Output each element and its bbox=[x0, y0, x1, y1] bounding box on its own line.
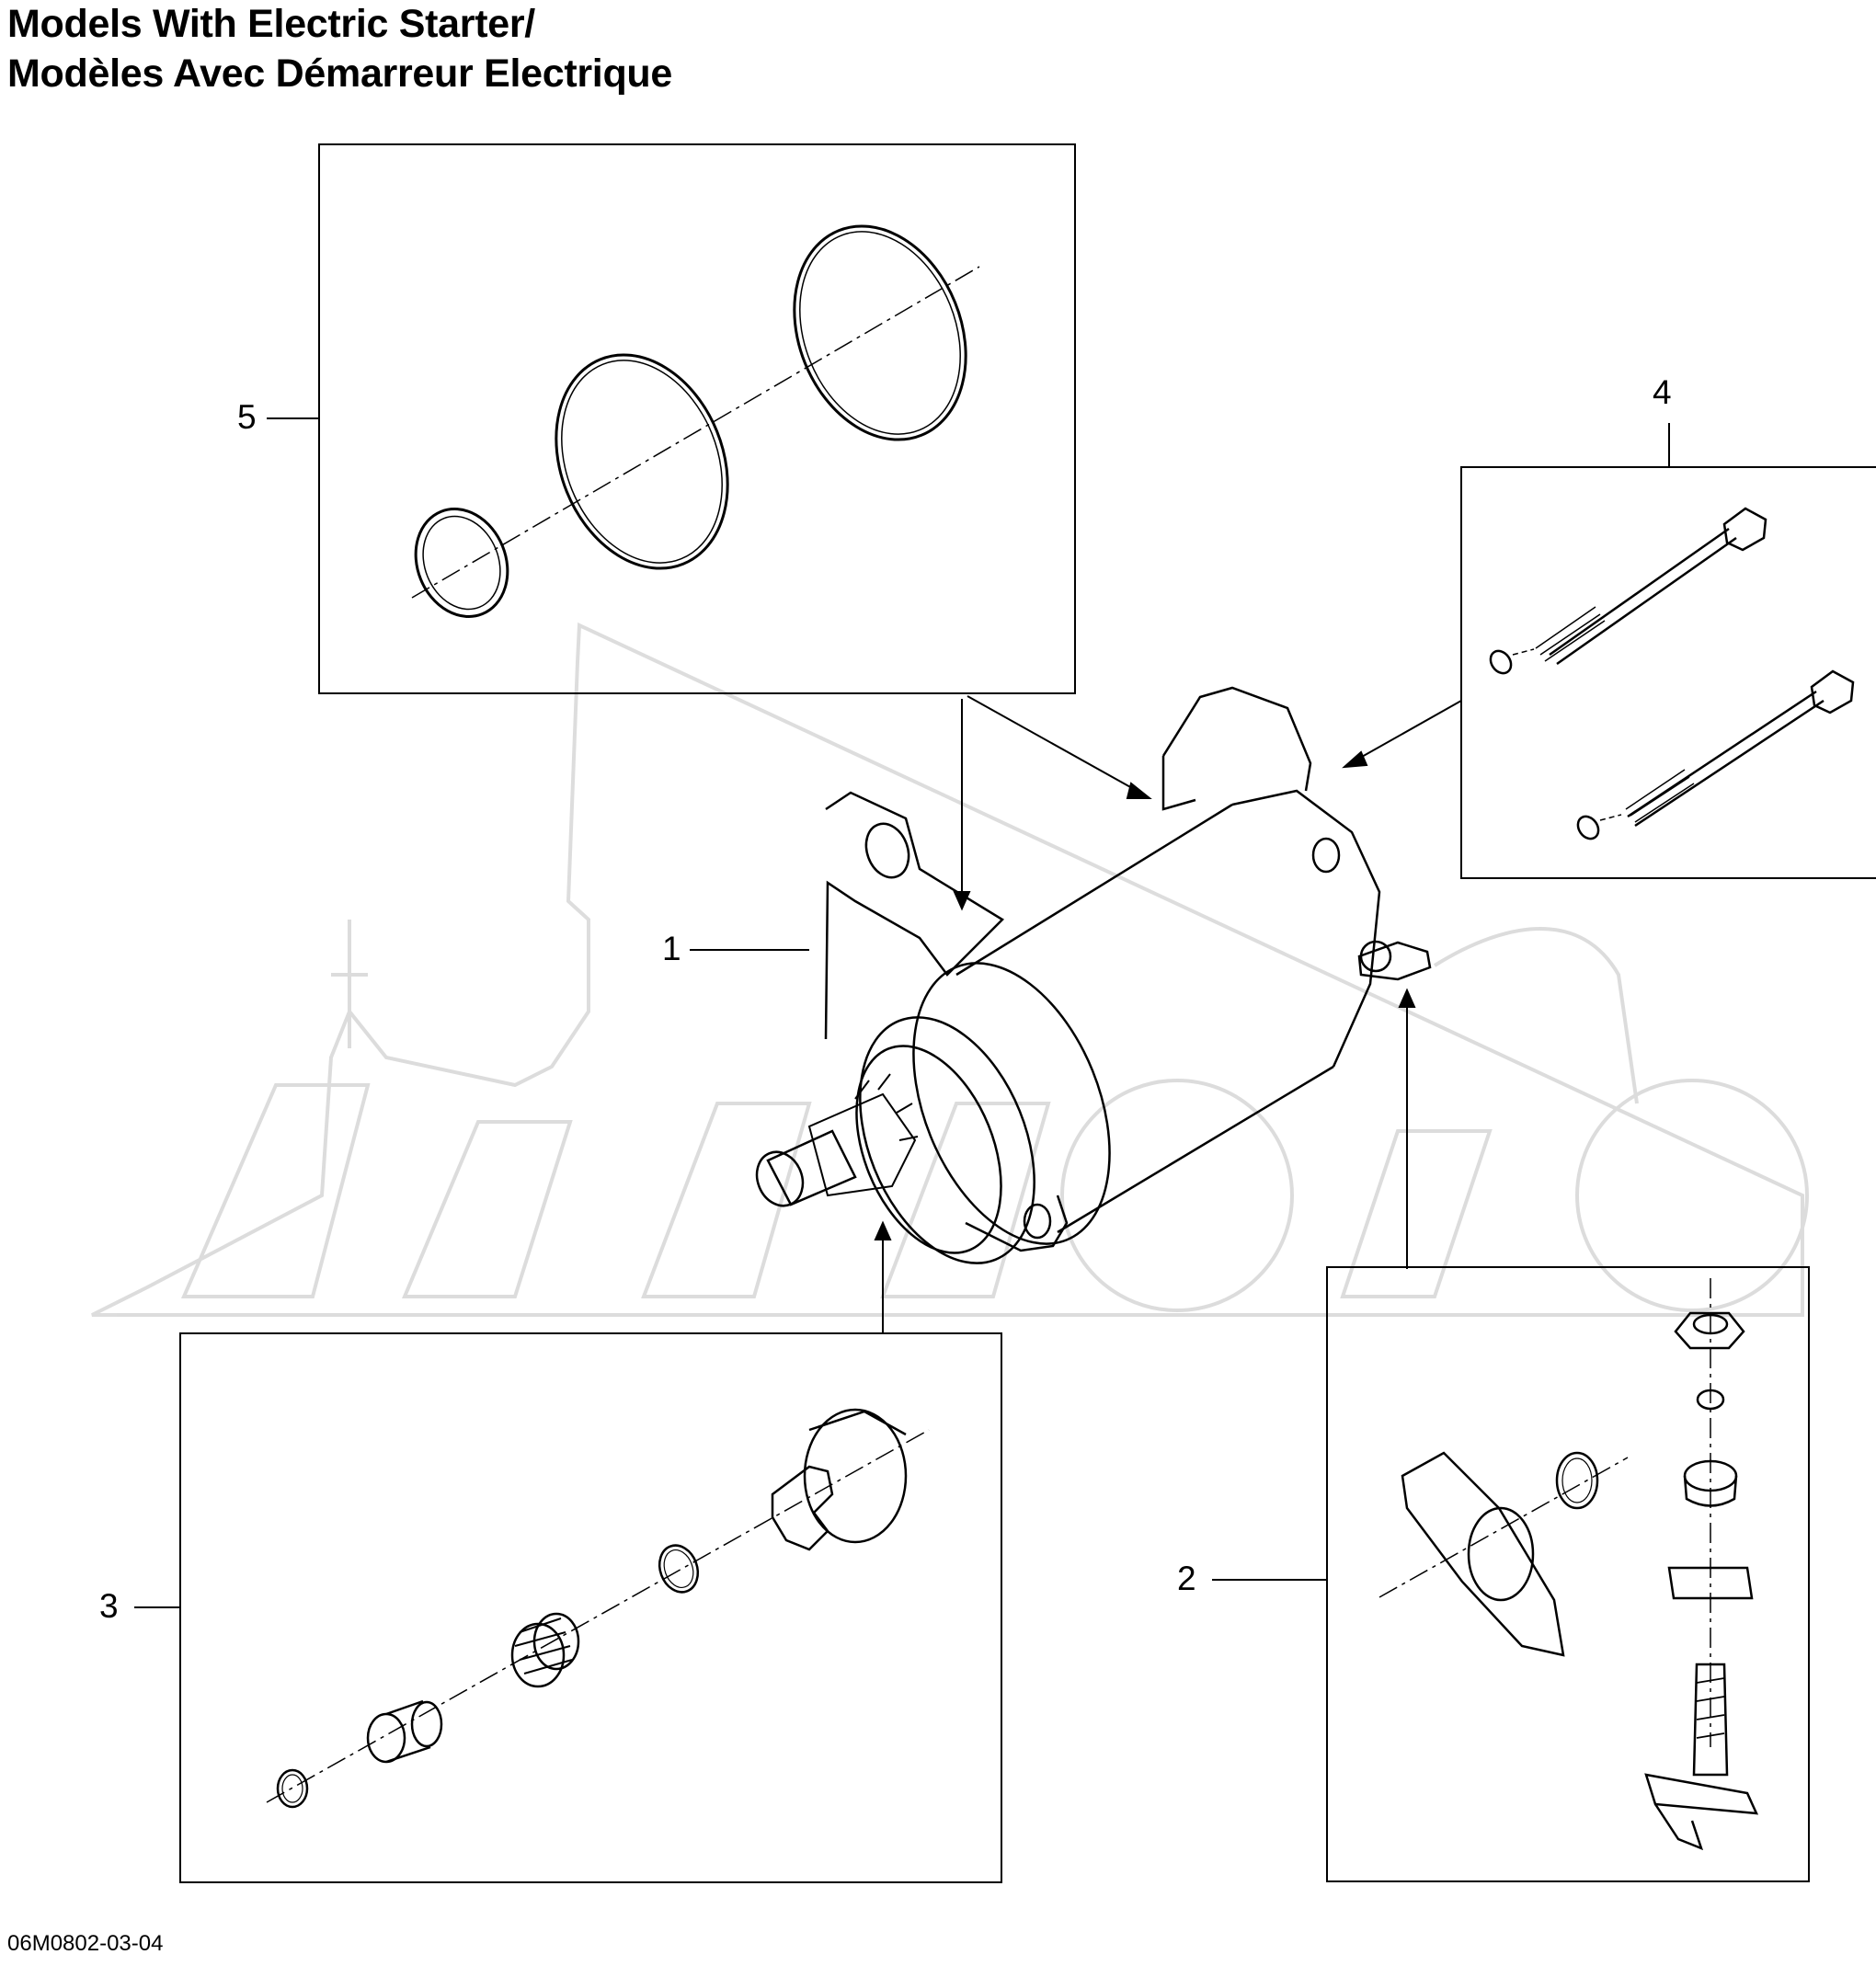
spring bbox=[510, 1612, 580, 1688]
kit-box-3 bbox=[134, 1332, 1002, 1883]
kit-box-2 bbox=[1212, 1266, 1810, 1882]
o-ring-large bbox=[793, 224, 967, 441]
sleeve bbox=[366, 1699, 443, 1764]
kit-box-4 bbox=[1460, 423, 1876, 879]
callout-2: 2 bbox=[1177, 1560, 1196, 1597]
hex-nut bbox=[1674, 1311, 1745, 1350]
pinion-gear bbox=[771, 1408, 908, 1551]
kit-box-5 bbox=[267, 143, 1076, 694]
seal-small bbox=[414, 508, 509, 618]
diagram-title-french: Modèles Avec Démarreur Electrique bbox=[7, 51, 672, 96]
callout-1: 1 bbox=[662, 930, 681, 967]
o-ring-medium bbox=[555, 353, 729, 570]
through-bolt-lower bbox=[1576, 669, 1855, 840]
through-bolt-upper bbox=[1489, 507, 1767, 675]
watermark-logo bbox=[91, 622, 1809, 1317]
insulator-washer bbox=[1683, 1459, 1738, 1507]
diagram-title-english: Models With Electric Starter/ bbox=[7, 2, 535, 46]
callout-3: 3 bbox=[99, 1587, 119, 1625]
terminal-bolt bbox=[1644, 1663, 1759, 1851]
callout-5: 5 bbox=[237, 398, 257, 436]
snap-ring-1 bbox=[658, 1544, 700, 1594]
callout-4: 4 bbox=[1653, 373, 1672, 411]
snap-ring-2 bbox=[276, 1768, 309, 1809]
electric-starter-motor bbox=[690, 686, 1432, 1264]
leader-arrows bbox=[874, 695, 1462, 1333]
terminal-block bbox=[1667, 1566, 1754, 1600]
diagram-code: 06M0802-03-04 bbox=[7, 1931, 164, 1956]
brush-plate bbox=[1401, 1451, 1565, 1657]
lock-washer bbox=[1696, 1389, 1725, 1411]
o-ring-terminal bbox=[1555, 1451, 1599, 1510]
